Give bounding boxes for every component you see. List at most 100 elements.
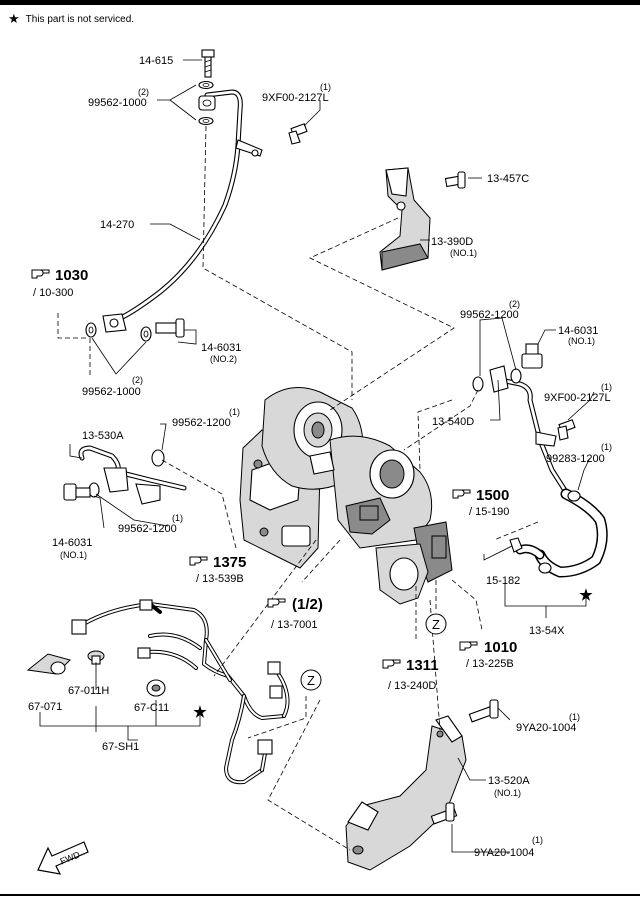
label-13-390D: 13-390D xyxy=(431,236,473,248)
bolt-14-6031-right xyxy=(521,343,543,369)
ref-1-2-section: / 13-7001 xyxy=(271,619,317,631)
label-13-520A: 13-520A xyxy=(488,775,530,787)
label-99562-1000-bot: 99562-1000 xyxy=(82,386,141,398)
label-99562-1200-lower: 99562-1200 xyxy=(118,523,177,535)
washer-top-1 xyxy=(198,80,214,90)
ref-1010-number: 1010 xyxy=(484,639,517,656)
star-icon: ★ xyxy=(8,11,20,26)
callout-z-harness-label: Z xyxy=(307,673,315,688)
label-13-540D: 13-540D xyxy=(432,416,474,428)
dashed-reference-lines xyxy=(57,125,539,851)
label-9xf00-right: 9XF00-2127L xyxy=(544,392,611,404)
ref-1311-number: 1311 xyxy=(406,657,439,674)
label-14-6031-left: 14-6031 xyxy=(52,537,92,549)
hand-pointer-icon xyxy=(31,269,50,279)
qty-99562-1000-top: (2) xyxy=(138,87,149,97)
bolt-9YA20-bot xyxy=(430,802,458,825)
qty-99562-1200-lower: (1) xyxy=(172,513,183,523)
washer-right-2 xyxy=(510,368,522,384)
label-67-071: 67-071 xyxy=(28,701,62,713)
clamp-99283-1200 xyxy=(567,490,581,502)
hand-pointer-icon xyxy=(189,556,208,566)
callout-z-engine: Z xyxy=(425,613,447,635)
ref-1-2-number: (1/2) xyxy=(292,596,323,613)
top-rule xyxy=(0,0,640,5)
label-99283-1200: 99283-1200 xyxy=(546,453,605,465)
washer-mid-2 xyxy=(140,326,152,342)
hand-pointer-icon xyxy=(459,641,478,651)
fwd-arrow-icon: FWD xyxy=(37,841,89,875)
bolt-14-6031-mid xyxy=(155,318,185,338)
clip-67-C11 xyxy=(146,679,166,697)
no-13-390D: (NO.1) xyxy=(450,248,477,258)
ref-1375-number: 1375 xyxy=(213,554,246,571)
leader-lines xyxy=(39,59,595,853)
ref-1-2: (1/2) / 13-7001 xyxy=(267,596,323,631)
bolt-9xf00-top xyxy=(288,123,308,145)
eye-fitting-top xyxy=(198,95,216,111)
oil-return-pipe-13-530A xyxy=(78,445,187,505)
wiring-harness-67-SH1 xyxy=(71,599,290,785)
label-99562-1000-top: 99562-1000 xyxy=(88,97,147,109)
label-13-530A: 13-530A xyxy=(82,430,124,442)
label-14-615: 14-615 xyxy=(139,55,173,67)
ref-1375: 1375 / 13-539B xyxy=(189,554,246,585)
ref-1030-section: / 10-300 xyxy=(33,287,73,299)
qty-9xf00-top: (1) xyxy=(320,82,331,92)
washer-top-2 xyxy=(198,116,214,126)
qty-9YA20-bot: (1) xyxy=(532,835,543,845)
hand-pointer-icon xyxy=(267,598,286,608)
qty-9xf00-right: (1) xyxy=(601,382,612,392)
hand-pointer-icon xyxy=(382,659,401,669)
legend-note: ★ This part is not serviced. xyxy=(8,10,134,26)
no-14-6031-mid: (NO.2) xyxy=(210,354,237,364)
water-pipe-13-540D xyxy=(489,365,569,495)
not-serviced-star-harness: ★ xyxy=(193,704,207,721)
label-14-6031-mid: 14-6031 xyxy=(201,342,241,354)
clip-15-182 xyxy=(509,537,523,553)
bolt-9xf00-right xyxy=(557,419,576,441)
ref-1500-number: 1500 xyxy=(476,487,509,504)
hose-13-54X xyxy=(515,488,608,578)
bolt-13-457C xyxy=(444,171,466,189)
bracket-13-520A xyxy=(345,715,467,871)
qty-99562-1200-right: (2) xyxy=(509,299,520,309)
turbocharger-assembly xyxy=(239,387,453,605)
qty-99283-1200: (1) xyxy=(601,442,612,452)
ref-1500: 1500 / 15-190 xyxy=(452,487,509,518)
label-15-182: 15-182 xyxy=(486,575,520,587)
ref-1010: 1010 / 13-225B xyxy=(459,639,517,670)
no-13-520A: (NO.1) xyxy=(494,788,521,798)
hand-pointer-icon xyxy=(452,489,471,499)
washer-13-530A xyxy=(151,449,165,467)
ref-1030-number: 1030 xyxy=(55,267,88,284)
ref-1311-section: / 13-240D xyxy=(388,680,436,692)
label-67-SH1: 67-SH1 xyxy=(102,741,139,753)
qty-99562-1200-left: (1) xyxy=(229,407,240,417)
label-14-270: 14-270 xyxy=(100,219,134,231)
label-67-011H: 67-011H xyxy=(68,685,109,697)
no-14-6031-left: (NO.1) xyxy=(60,550,87,560)
ref-1375-section: / 13-539B xyxy=(196,573,244,585)
label-99562-1200-left: 99562-1200 xyxy=(172,417,231,429)
qty-9YA20-top: (1) xyxy=(569,712,580,722)
qty-99562-1000-bot: (2) xyxy=(132,375,143,385)
washer-right-1 xyxy=(472,376,484,392)
label-13-457C: 13-457C xyxy=(487,173,529,185)
callout-z-harness: Z xyxy=(300,669,322,691)
bolt-9YA20-top xyxy=(468,699,499,723)
ref-1311: 1311 / 13-240D xyxy=(382,657,439,692)
heat-shield-13-390D xyxy=(379,167,431,271)
label-14-6031-right: 14-6031 xyxy=(558,325,598,337)
legend-note-text: This part is not serviced. xyxy=(25,14,135,25)
ref-1500-section: / 15-190 xyxy=(469,506,509,518)
label-9YA20-top: 9YA20-1004 xyxy=(516,722,576,734)
label-9YA20-bot: 9YA20-1004 xyxy=(474,847,534,859)
clip-67-011H xyxy=(87,650,105,665)
bolt-14-615 xyxy=(201,49,215,78)
label-99562-1200-right: 99562-1200 xyxy=(460,309,519,321)
ref-1030: 1030 / 10-300 xyxy=(31,267,88,299)
bracket-67-071 xyxy=(26,653,71,675)
no-14-6031-right: (NO.1) xyxy=(568,336,595,346)
